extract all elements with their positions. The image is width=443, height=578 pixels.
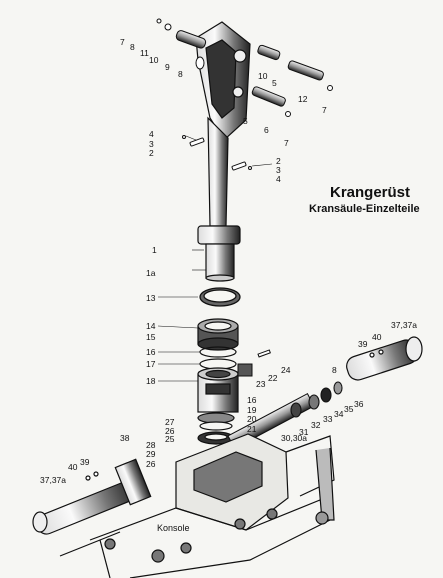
- callout-35: 35: [344, 404, 354, 414]
- callout-2: 2: [149, 148, 154, 158]
- callout-17: 17: [146, 359, 156, 369]
- top-left-pins: [156, 18, 207, 70]
- block-22: [237, 349, 271, 377]
- callout-37-37a-left: 37,37a: [40, 475, 66, 485]
- callout-12: 12: [298, 94, 308, 104]
- callout-38: 38: [120, 433, 130, 443]
- callout-23: 23: [256, 379, 266, 389]
- callout-8: 8: [130, 42, 135, 52]
- callout-19: 19: [247, 405, 257, 415]
- callout-5: 5: [243, 116, 248, 126]
- callout-21: 21: [247, 424, 257, 434]
- callout-24: 24: [281, 365, 291, 375]
- diagram-subtitle: Kransäule-Einzelteile: [309, 203, 420, 215]
- callout-22: 22: [268, 373, 278, 383]
- column-head: [195, 21, 251, 141]
- callout-10: 10: [149, 55, 159, 65]
- callout-26: 26: [146, 459, 156, 469]
- callout-36: 36: [354, 399, 364, 409]
- gear-ring-14: [197, 318, 239, 351]
- left-shaft: [32, 458, 152, 535]
- callout-11: 11: [140, 48, 149, 58]
- callout-13: 13: [146, 293, 156, 303]
- callout-20: 20: [247, 414, 257, 424]
- callout-39: 39: [80, 457, 90, 467]
- callout-8: 8: [178, 69, 183, 79]
- callout-8: 8: [332, 365, 337, 375]
- callout-4: 4: [149, 129, 154, 139]
- callout-39: 39: [358, 339, 368, 349]
- callout-14: 14: [146, 321, 156, 331]
- housing-18: [197, 367, 239, 413]
- callout-2: 2: [276, 156, 281, 166]
- callout-26: 26: [165, 426, 175, 436]
- callout-32: 32: [311, 420, 321, 430]
- callout-16: 16: [146, 347, 156, 357]
- top-right-pins: [251, 44, 333, 117]
- konsole-label: Konsole: [157, 523, 190, 533]
- lower-rings: [197, 412, 235, 445]
- callout-30-30a: 30,30a: [281, 433, 307, 443]
- callout-7: 7: [120, 37, 125, 47]
- callout-28: 28: [146, 440, 156, 450]
- base-konsole: [59, 433, 335, 578]
- callout-15: 15: [146, 332, 156, 342]
- column-shaft: [197, 116, 241, 282]
- callout-10: 10: [258, 71, 268, 81]
- callout-27: 27: [165, 417, 175, 427]
- callout-31: 31: [299, 427, 309, 437]
- callout-37-37a-right: 37,37a: [391, 320, 417, 330]
- callout-25: 25: [165, 434, 175, 444]
- leader-lines: [157, 135, 273, 382]
- callout-40: 40: [372, 332, 382, 342]
- callout-34: 34: [334, 409, 344, 419]
- callout-3: 3: [276, 165, 281, 175]
- callout-5: 5: [272, 78, 277, 88]
- callout-16: 16: [247, 395, 257, 405]
- callout-29: 29: [146, 449, 156, 459]
- ring-13: [199, 287, 241, 307]
- callout-7: 7: [284, 138, 289, 148]
- callout-9: 9: [165, 62, 170, 72]
- callout-1: 1: [152, 245, 157, 255]
- callout-33: 33: [323, 414, 333, 424]
- callout-3: 3: [149, 139, 154, 149]
- callout-1a: 1a: [146, 268, 156, 278]
- right-shaft: [346, 336, 423, 381]
- callout-6: 6: [264, 125, 269, 135]
- callout-4: 4: [276, 174, 281, 184]
- diagram-title: Krangerüst: [330, 184, 411, 201]
- callout-7: 7: [322, 105, 327, 115]
- callout-40: 40: [68, 462, 78, 472]
- side-bolts: [182, 135, 252, 171]
- callout-18: 18: [146, 376, 156, 386]
